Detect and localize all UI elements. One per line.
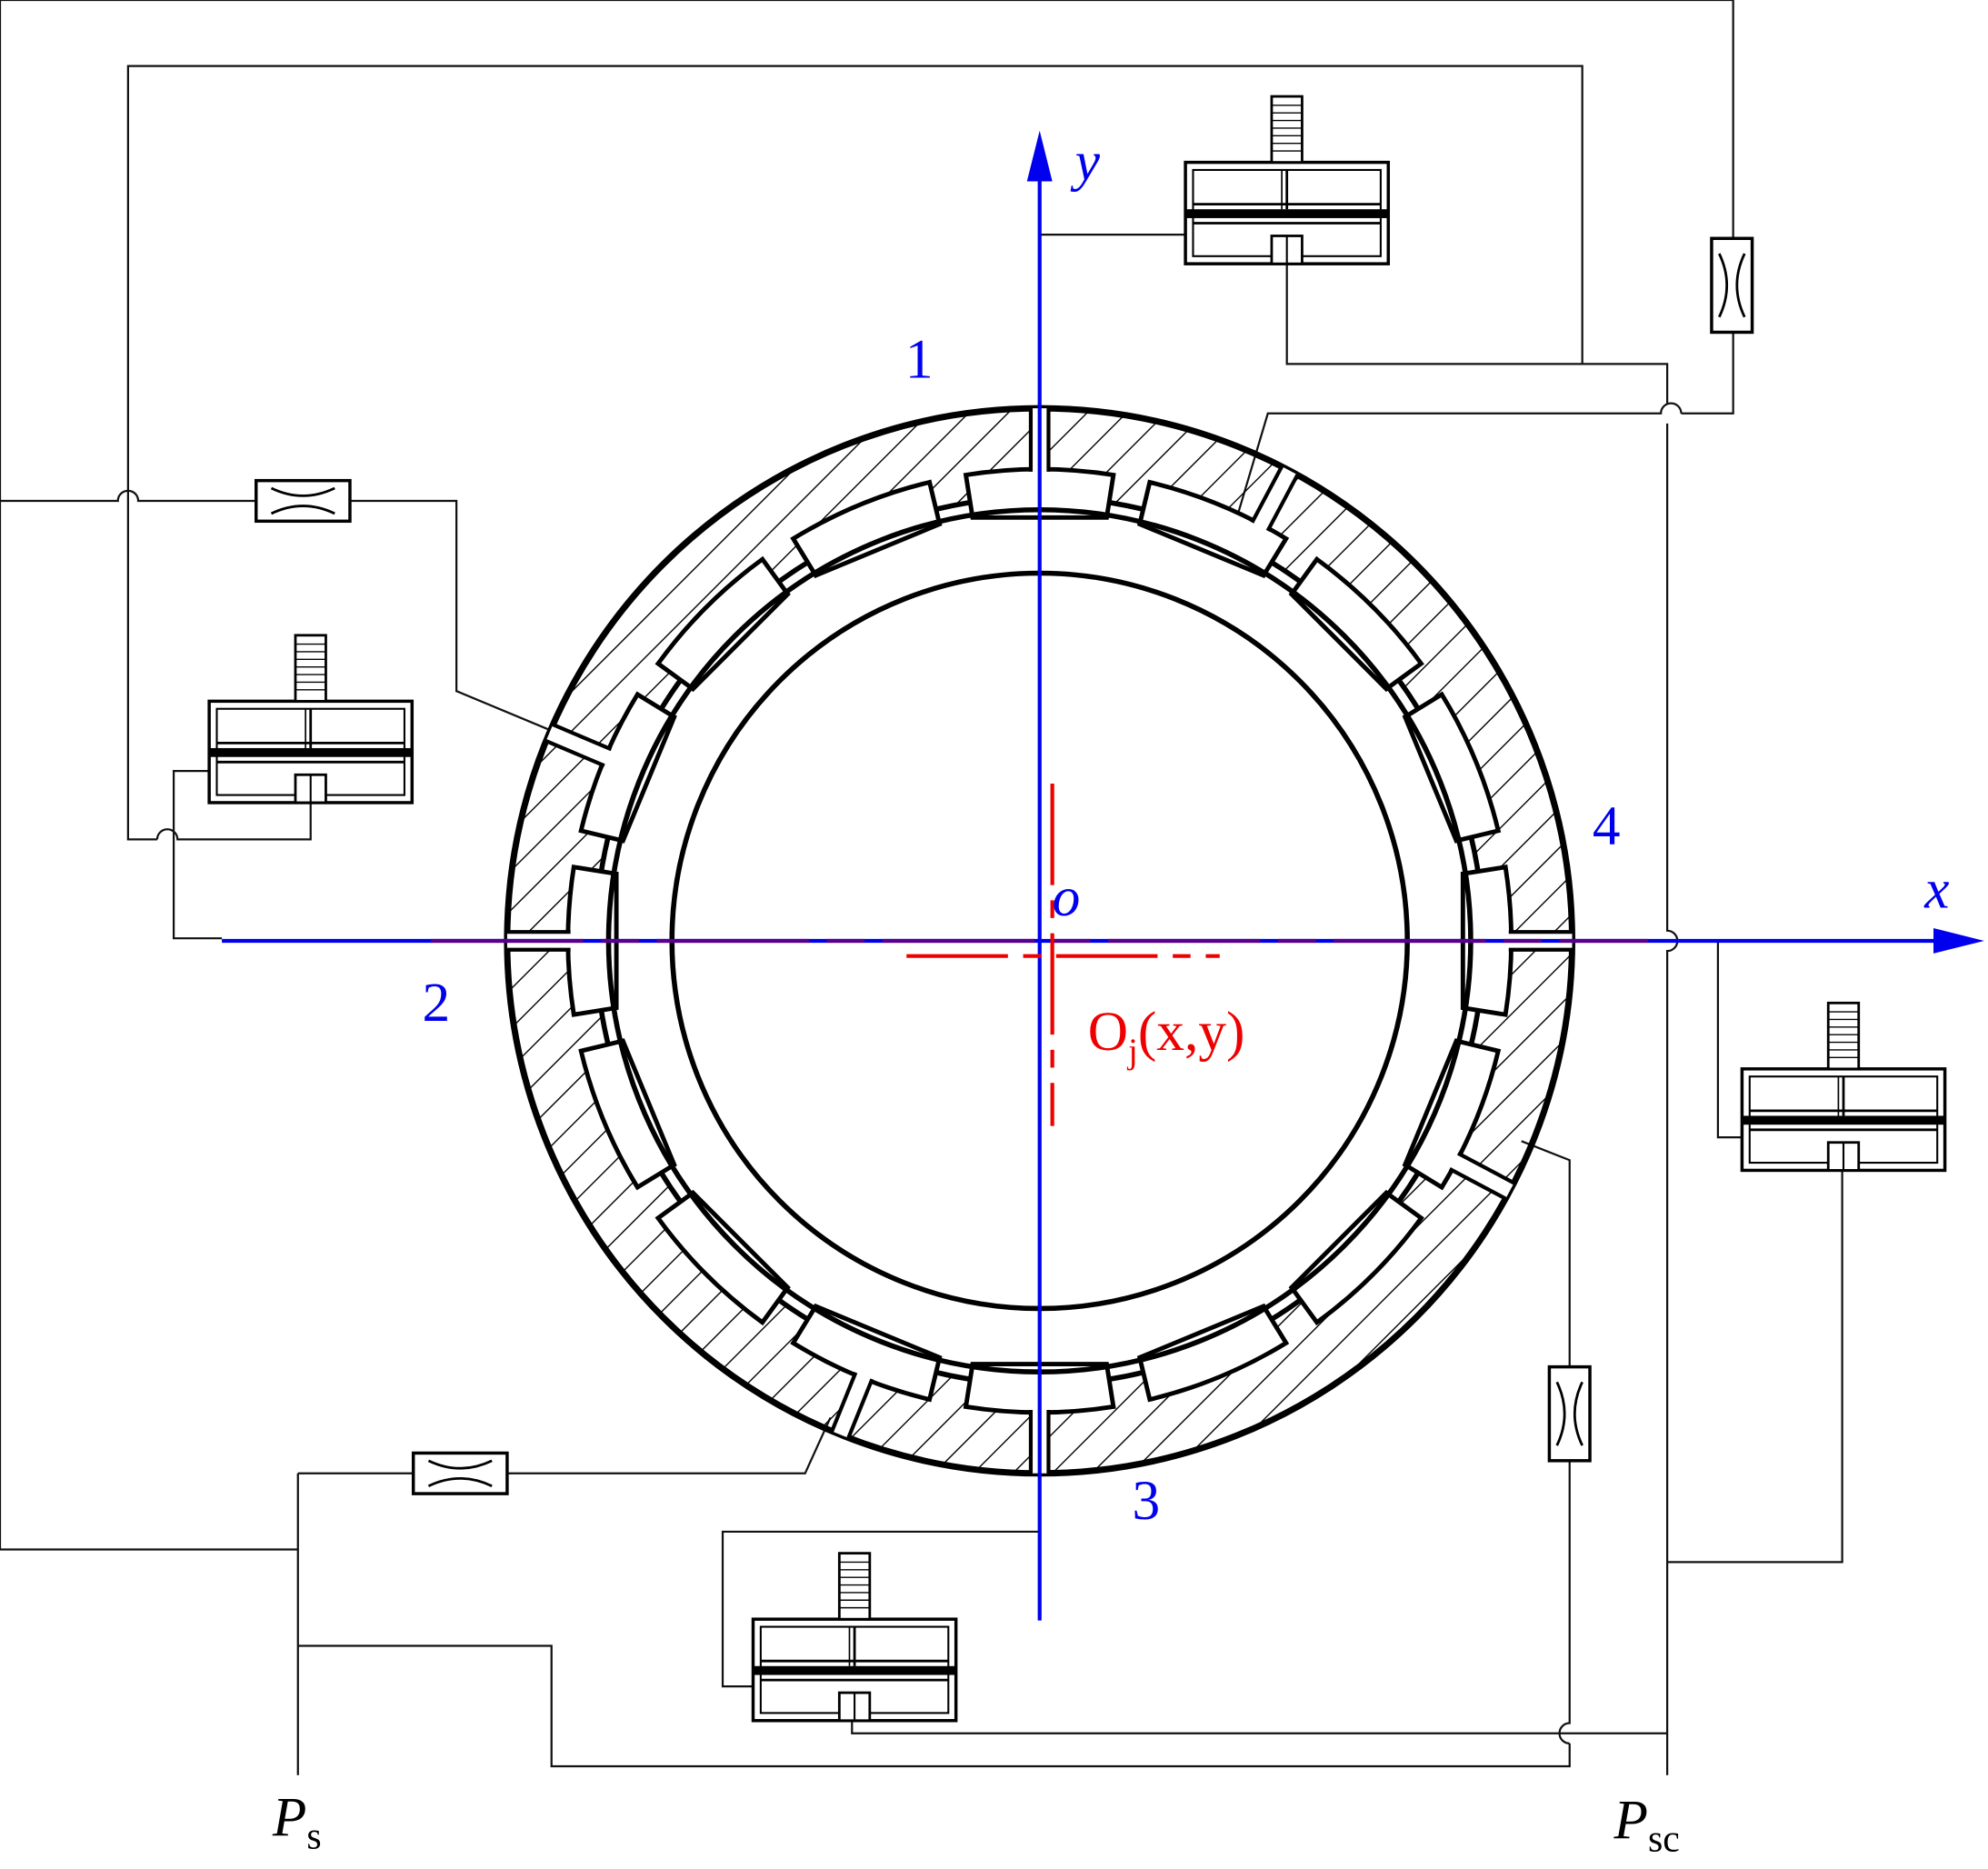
control-pressure-label: Psc: [1613, 1789, 1680, 1860]
recess-pad: [578, 691, 677, 844]
pad-label-1: 1: [905, 329, 934, 391]
x-axis-arrow-icon: [1933, 928, 1984, 954]
feed-hole: [833, 1373, 872, 1438]
coordinate-axes: [222, 130, 1984, 1621]
feed-hole-wall: [830, 1372, 858, 1433]
x-axis-label: x: [1923, 859, 1949, 921]
feed-hole-wall: [1448, 1167, 1507, 1201]
recess-pad: [1136, 1303, 1290, 1403]
servo-valve-4: [751, 1551, 958, 1723]
restrictor-left: [255, 478, 352, 524]
recess-pad: [790, 479, 943, 579]
recess-pad: [654, 555, 791, 693]
feed-hole: [1253, 466, 1297, 531]
feed-hole-wall: [544, 739, 605, 768]
restrictor-bottom: [411, 1451, 509, 1495]
pad-label-2: 2: [422, 972, 450, 1034]
supply-pressure-label: Ps: [272, 1787, 322, 1858]
feed-hole-wall: [1456, 1151, 1515, 1185]
restrictor-bottom-right: [1547, 1364, 1592, 1463]
recess-pad: [1288, 1189, 1424, 1326]
pad-label-4: 4: [1593, 795, 1621, 857]
feed-hole-wall: [846, 1378, 874, 1439]
servo-valve-1: [1184, 95, 1391, 265]
servo-valve-2: [207, 634, 415, 805]
y-axis-label: y: [1070, 131, 1101, 193]
recess-pad: [1402, 1038, 1502, 1191]
pad-label-3: 3: [1133, 1470, 1161, 1532]
journal-center-label: Oj(x,y): [1088, 1001, 1245, 1071]
feed-hole: [1450, 1154, 1513, 1198]
origin-label: o: [1053, 866, 1081, 928]
feed-hole: [546, 725, 611, 765]
servo-valve-3: [1740, 1001, 1947, 1173]
feed-hole-wall: [552, 723, 613, 752]
recess-pad: [654, 1189, 791, 1326]
feed-hole-wall: [1250, 465, 1284, 524]
recess-pad: [578, 1038, 677, 1191]
recess-pad: [1402, 691, 1502, 844]
feed-hole-wall: [1265, 474, 1300, 532]
recess-pad: [1136, 479, 1290, 579]
recess-pad: [1288, 555, 1424, 693]
y-axis-arrow-icon: [1026, 130, 1053, 182]
restrictor-top-right: [1710, 236, 1754, 335]
